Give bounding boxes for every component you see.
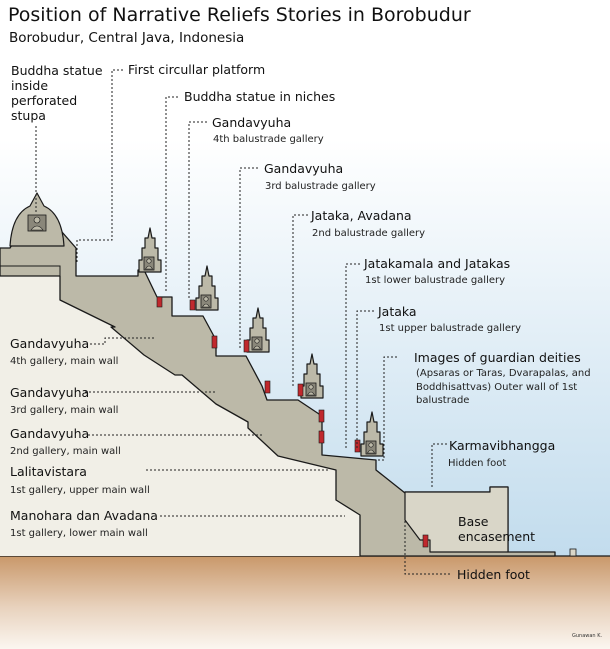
stupa-icon [9, 192, 65, 247]
label-gandavyuha-4th-wall: Gandavyuha [10, 336, 90, 351]
label-buddha-stupa: Buddha statue inside perforated stupa [11, 63, 103, 123]
sublabel-2nd-balustrade: 2nd balustrade gallery [312, 228, 426, 239]
label-karmavibhangga: Karmavibhangga [449, 438, 556, 453]
sublabel-karmavibhangga-hidden-foot: Hidden foot [448, 458, 507, 469]
label-base-encasement: Base encasement [458, 514, 536, 544]
sublabel-1st-gallery-upper: 1st gallery, upper main wall [10, 485, 150, 496]
sublabel-4th-gallery-wall: 4th gallery, main wall [10, 356, 119, 367]
label-buddha-niches: Buddha statue in niches [184, 89, 336, 104]
label-hidden-foot: Hidden foot [457, 567, 530, 582]
sublabel-1st-upper-balustrade: 1st upper balustrade gallery [379, 323, 522, 334]
sublabel-3rd-gallery-wall: 3rd gallery, main wall [10, 405, 119, 416]
label-gandavyuha-2nd-wall: Gandavyuha [10, 426, 90, 441]
label-jataka-avadana: Jataka, Avadana [311, 208, 412, 223]
label-first-circular-platform: First circullar platform [128, 62, 266, 77]
label-gandavyuha-3rd-wall: Gandavyuha [10, 385, 90, 400]
sublabel-guardian-deities: (Apsaras or Taras, Dvarapalas, and Boddh… [416, 368, 591, 406]
label-gandavyuha-3rd-balustrade: Gandavyuha [264, 161, 344, 176]
label-manohara-avadana: Manohara dan Avadana [10, 508, 158, 523]
sublabel-2nd-gallery-wall: 2nd gallery, main wall [10, 446, 121, 457]
ground [0, 556, 610, 649]
label-gandavyuha-4th-balustrade: Gandavyuha [212, 115, 292, 130]
base-encasement-block [404, 486, 509, 553]
sublabel-3rd-balustrade: 3rd balustrade gallery [265, 181, 376, 192]
sublabel-1st-lower-balustrade: 1st lower balustrade gallery [365, 275, 506, 286]
label-guardian-deities: Images of guardian deities [414, 350, 581, 365]
page-subtitle: Borobudur, Central Java, Indonesia [9, 30, 245, 46]
monument-interior [0, 248, 360, 556]
label-jataka: Jataka [378, 304, 417, 319]
label-lalitavistara: Lalitavistara [10, 464, 87, 479]
author-credit: Gunawan K. [572, 633, 603, 639]
sublabel-1st-gallery-lower: 1st gallery, lower main wall [10, 528, 148, 539]
sublabel-4th-balustrade: 4th balustrade gallery [213, 134, 324, 145]
leader-lines [35, 69, 450, 575]
label-jatakamala: Jatakamala and Jatakas [364, 256, 511, 271]
page-title: Position of Narrative Reliefs Stories in… [8, 4, 471, 26]
